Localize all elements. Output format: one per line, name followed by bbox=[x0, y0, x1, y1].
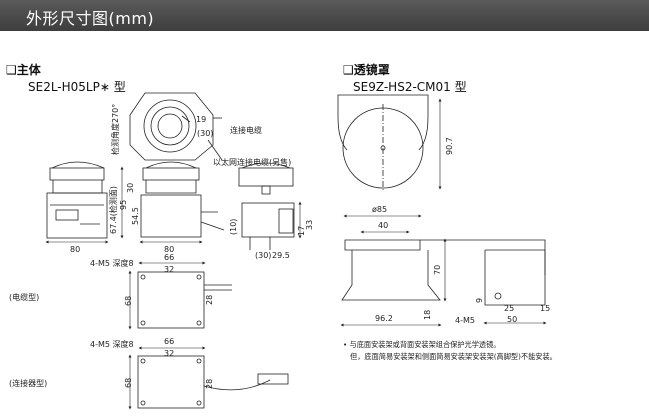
top-view-drawing bbox=[129, 92, 223, 161]
dim-70: 70 bbox=[433, 265, 442, 275]
lens-cover-heading: ❑透镜罩 bbox=[343, 63, 390, 77]
dim-32b: 32 bbox=[164, 349, 174, 358]
main-unit-heading: ❑主体 bbox=[6, 63, 41, 77]
dim-33: 33 bbox=[305, 220, 314, 230]
dim-9: 9 bbox=[475, 298, 484, 303]
lens-cover-model: SE9Z-HS2-CM01 型 bbox=[353, 80, 467, 94]
dim-95: 95 bbox=[119, 200, 128, 210]
main-unit-model: SE2L-H05LP∗ 型 bbox=[28, 80, 126, 94]
m5-callout-cover: 4-M5 bbox=[455, 316, 475, 325]
front-view-drawing bbox=[46, 161, 108, 239]
bottom-view-cable-drawing bbox=[137, 271, 232, 329]
section-title: 外形尺寸图(mm) bbox=[26, 9, 155, 28]
dim-30c: (30) bbox=[255, 251, 271, 260]
dim-54-5: 54.5 bbox=[131, 207, 140, 225]
dim-68a: 68 bbox=[124, 296, 133, 306]
lens-cover-front-drawing bbox=[337, 94, 429, 192]
dim-80a: 80 bbox=[70, 245, 80, 254]
dim-10: (10) bbox=[229, 219, 238, 235]
lens-cover-bracket-drawing bbox=[341, 239, 546, 306]
dim-90-7: 90.7 bbox=[445, 137, 454, 155]
dim-30b: 30 bbox=[126, 183, 135, 193]
dim-25: 25 bbox=[504, 304, 514, 313]
dim-96-2: 96.2 bbox=[375, 314, 393, 323]
dim-17: 17 bbox=[297, 226, 306, 236]
dim-32a: 32 bbox=[164, 265, 174, 274]
dim-50: 50 bbox=[507, 315, 517, 324]
dim-19: 19 bbox=[196, 115, 206, 124]
side-view-drawing bbox=[140, 161, 225, 238]
note-line-2: 但，底面简易安装架和侧面简易安装架安装架(高脚型)不能安装。 bbox=[350, 352, 557, 361]
section-title-bar: 外形尺寸图(mm) bbox=[0, 0, 649, 31]
cable-type-label: (电缆型) bbox=[9, 293, 40, 302]
connector-type-label: (连接器型) bbox=[9, 379, 48, 388]
dim-40: 40 bbox=[378, 221, 388, 230]
cable-callout: 连接电缆 bbox=[230, 126, 262, 135]
eth-cable-callout: 以太网连接电缆(另售) bbox=[213, 158, 292, 167]
note-line-1: • 与底面安装架或背面安装架组合保护光学透镜。 bbox=[343, 340, 501, 349]
rear-view-drawing bbox=[238, 162, 295, 250]
dimension-lines bbox=[45, 98, 547, 410]
dim-67-4: 67.4(检测面) bbox=[108, 186, 118, 234]
dim-30a: (30) bbox=[197, 129, 213, 138]
dim-18: 18 bbox=[423, 310, 432, 320]
dim-15: 15 bbox=[540, 304, 550, 313]
dim-80b: 80 bbox=[164, 245, 174, 254]
m5-callout-b: 4-M5 深度8 bbox=[90, 339, 134, 349]
detect-angle-callout: 检测角度270° bbox=[110, 104, 120, 155]
dim-66a: 66 bbox=[164, 253, 174, 262]
m5-callout-a: 4-M5 深度8 bbox=[90, 258, 134, 268]
dim-28a: 28 bbox=[205, 295, 214, 305]
dim-68b: 68 bbox=[124, 378, 133, 388]
dim-66b: 66 bbox=[164, 337, 174, 346]
dim-28b: 28 bbox=[205, 379, 214, 389]
dim-phi85: ø85 bbox=[372, 205, 387, 214]
dim-29-5: 29.5 bbox=[272, 251, 290, 260]
bottom-view-connector-drawing bbox=[137, 355, 289, 409]
